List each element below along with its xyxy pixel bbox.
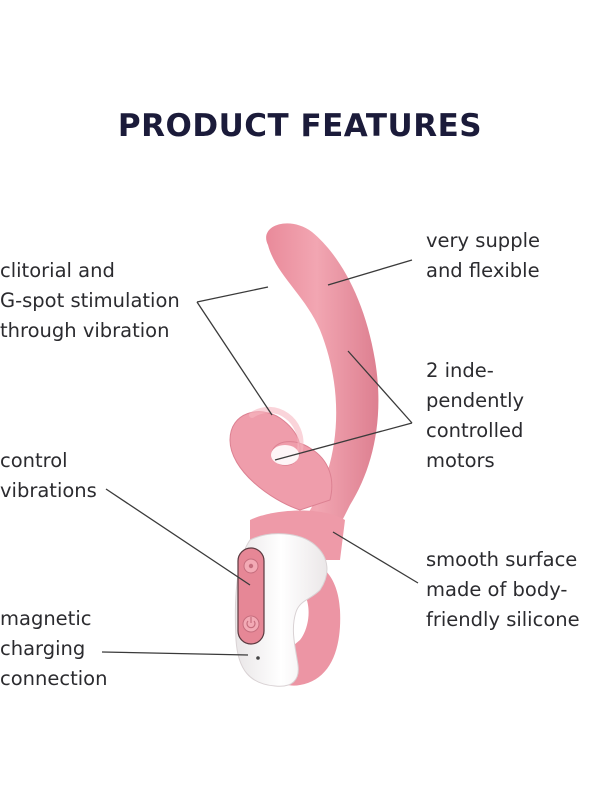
callout-stimulation: clitorial and G-spot stimulation through… <box>0 256 180 346</box>
callout-line: 2 inde- <box>426 359 494 382</box>
callout-control-vibrations: control vibrations <box>0 446 97 506</box>
callout-smooth-surface: smooth surface made of body- friendly si… <box>426 545 580 635</box>
gspot-arm <box>266 223 379 560</box>
callout-motors: 2 inde- pendently controlled motors <box>426 356 524 476</box>
callout-line: made of body- <box>426 578 568 601</box>
callout-line: pendently <box>426 389 525 412</box>
callout-line: and flexible <box>426 259 540 282</box>
callout-line: controlled <box>426 419 524 442</box>
callout-line: control <box>0 449 68 472</box>
callout-magnetic-charging: magnetic charging connection <box>0 604 107 694</box>
page-title: PRODUCT FEATURES <box>117 108 483 144</box>
callout-line: vibrations <box>0 479 97 502</box>
callout-line: clitorial and <box>0 259 115 282</box>
callout-line: friendly silicone <box>426 608 580 631</box>
callout-line: charging <box>0 637 86 660</box>
callout-supple-flexible: very supple and flexible <box>426 226 540 286</box>
leader-lines <box>101 259 419 656</box>
callout-line: motors <box>426 449 495 472</box>
callout-line: connection <box>0 667 108 690</box>
charging-port <box>256 656 260 660</box>
callout-line: very supple <box>426 229 540 252</box>
callout-line: G-spot stimulation <box>0 289 180 312</box>
callout-line: through vibration <box>0 319 170 342</box>
button-power <box>242 615 260 633</box>
callout-line: smooth surface <box>426 548 578 571</box>
callout-line: magnetic <box>0 607 92 630</box>
